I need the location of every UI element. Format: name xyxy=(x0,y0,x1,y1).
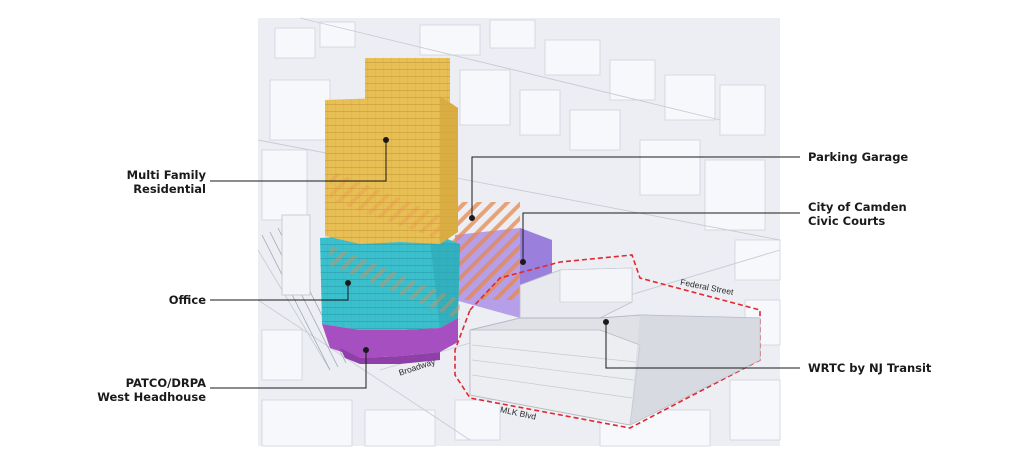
label-parking-garage: Parking Garage xyxy=(808,150,909,164)
leader-wrtc xyxy=(605,322,800,369)
label-office: Office xyxy=(168,293,206,307)
leader-patco xyxy=(210,350,367,389)
leader-parking xyxy=(471,156,800,218)
wrtc-site xyxy=(454,254,761,429)
patco-headhouse-massing xyxy=(322,318,458,364)
callout-leaders xyxy=(210,137,800,389)
leader-office xyxy=(210,283,349,301)
leader-civic xyxy=(522,212,800,262)
label-civic-courts: City of Camden Civic Courts xyxy=(808,200,907,228)
residential-tower-massing xyxy=(325,58,458,244)
office-massing xyxy=(320,236,460,330)
label-multi-family-residential: Multi Family Residential xyxy=(126,168,206,196)
label-wrtc: WRTC by NJ Transit xyxy=(808,361,932,375)
leader-multi-family xyxy=(210,140,387,182)
label-patco-west-headhouse: PATCO/DRPA West Headhouse xyxy=(97,376,206,404)
